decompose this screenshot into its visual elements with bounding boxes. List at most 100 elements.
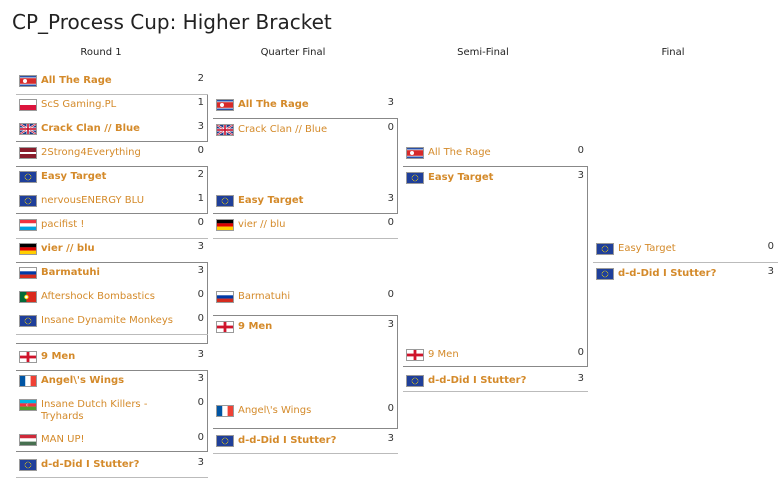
row-divider — [213, 453, 398, 454]
england-flag-icon — [406, 349, 424, 361]
semi-team-d-d-did-i-stutter[interactable]: d-d-Did I Stutter?3 — [403, 373, 588, 395]
team-score: 0 — [197, 313, 204, 324]
team-name[interactable]: 2Strong4Everything — [41, 147, 141, 158]
team-name[interactable]: 9 Men — [428, 349, 459, 360]
team-name[interactable]: All The Rage — [238, 99, 309, 110]
bracket-connector — [213, 118, 398, 214]
uk-flag-icon — [216, 124, 234, 136]
round1-team-angel-s-wings[interactable]: Angel\'s Wings 3 — [16, 373, 208, 395]
north-korea-flag-icon — [19, 75, 37, 87]
quarter-team-vier-blu[interactable]: vier // blu 0 — [213, 217, 398, 239]
eu-flag-icon — [19, 459, 37, 471]
eu-flag-icon — [596, 268, 614, 280]
team-name[interactable]: d-d-Did I Stutter? — [428, 375, 527, 386]
team-score: 0 — [197, 145, 204, 156]
team-name[interactable]: 9 Men — [41, 351, 76, 362]
team-name[interactable]: Crack Clan // Blue — [238, 124, 328, 135]
eu-flag-icon — [19, 195, 37, 207]
eu-flag-icon — [216, 435, 234, 447]
team-score: 0 — [577, 347, 584, 358]
team-name[interactable]: 9 Men — [238, 321, 273, 332]
north-korea-flag-icon — [406, 147, 424, 159]
team-score: 3 — [387, 97, 394, 108]
team-name[interactable]: Insane Dutch Killers - Tryhards — [41, 399, 148, 422]
semi-team-all-the-rage[interactable]: All The Rage 0 — [403, 145, 588, 167]
quarter-team-all-the-rage[interactable]: All The Rage 3 — [213, 97, 398, 119]
team-name[interactable]: All The Rage — [41, 75, 112, 86]
team-name[interactable]: ScS Gaming.PL — [41, 99, 117, 110]
bracket-connector — [16, 370, 208, 452]
eu-flag-icon — [19, 315, 37, 327]
team-score: 3 — [197, 373, 204, 384]
russia-flag-icon — [216, 291, 234, 303]
team-name[interactable]: vier // blu — [238, 219, 286, 230]
team-score: 0 — [197, 432, 204, 443]
final-team-easy-target[interactable]: Easy Target 0 — [593, 241, 778, 263]
team-name[interactable]: Aftershock Bombastics — [41, 291, 155, 302]
team-name[interactable]: d-d-Did I Stutter? — [41, 459, 140, 470]
row-divider — [593, 262, 778, 263]
quarter-team-9-men[interactable]: 9 Men 3 — [213, 319, 398, 341]
team-name[interactable]: Barmatuhi — [41, 267, 100, 278]
round1-team-d-d-did-i-stutter[interactable]: d-d-Did I Stutter?3 — [16, 457, 208, 479]
team-score: 2 — [197, 169, 204, 180]
north-korea-flag-icon — [216, 99, 234, 111]
team-name[interactable]: Crack Clan // Blue — [41, 123, 140, 134]
team-name[interactable]: Easy Target — [238, 195, 304, 206]
england-flag-icon — [19, 351, 37, 363]
team-score: 0 — [197, 217, 204, 228]
page-title: CP_Process Cup: Higher Bracket — [12, 10, 332, 34]
team-name[interactable]: Barmatuhi — [238, 291, 291, 302]
row-divider — [16, 94, 208, 95]
team-name[interactable]: d-d-Did I Stutter? — [238, 435, 337, 446]
eu-flag-icon — [596, 243, 614, 255]
final-team-d-d-did-i-stutter[interactable]: d-d-Did I Stutter?3 — [593, 266, 778, 288]
hungary-flag-icon — [19, 434, 37, 446]
quarter-team-d-d-did-i-stutter[interactable]: d-d-Did I Stutter?3 — [213, 433, 398, 455]
team-name[interactable]: nervousENERGY BLU — [41, 195, 145, 206]
eu-flag-icon — [19, 171, 37, 183]
team-name[interactable]: vier // blu — [41, 243, 95, 254]
uk-flag-icon — [19, 123, 37, 135]
latvia-flag-icon — [19, 147, 37, 159]
team-name[interactable]: Angel\'s Wings — [238, 405, 312, 416]
row-divider — [16, 238, 208, 239]
team-name[interactable]: Angel\'s Wings — [41, 375, 125, 386]
bracket-connector — [16, 262, 208, 344]
round1-team-insane-dynamite-monkeys[interactable]: Insane Dynamite Monkeys 0 — [16, 313, 208, 345]
team-name[interactable]: Easy Target — [618, 243, 676, 254]
germany-flag-icon — [19, 243, 37, 255]
semi-team-9-men[interactable]: 9 Men 0 — [403, 347, 588, 369]
team-score: 0 — [767, 241, 774, 252]
round1-team-man-up[interactable]: MAN UP! 0 — [16, 432, 208, 454]
team-name[interactable]: Easy Target — [41, 171, 107, 182]
team-name[interactable]: d-d-Did I Stutter? — [618, 268, 717, 279]
round1-team-pacifist[interactable]: pacifist ! 0 — [16, 217, 208, 239]
team-score: 3 — [387, 319, 394, 330]
team-name[interactable]: pacifist ! — [41, 219, 85, 230]
team-name[interactable]: Insane Dynamite Monkeys — [41, 315, 173, 326]
round1-team-easy-target[interactable]: Easy Target 2 — [16, 169, 208, 191]
team-name[interactable]: MAN UP! — [41, 434, 85, 445]
row-divider — [213, 238, 398, 239]
team-name[interactable]: All The Rage — [428, 147, 491, 158]
team-score: 0 — [577, 145, 584, 156]
germany-flag-icon — [216, 219, 234, 231]
team-name[interactable]: Easy Target — [428, 172, 494, 183]
team-score: 0 — [387, 217, 394, 228]
round1-team-2strong4everything[interactable]: 2Strong4Everything 0 — [16, 145, 208, 167]
